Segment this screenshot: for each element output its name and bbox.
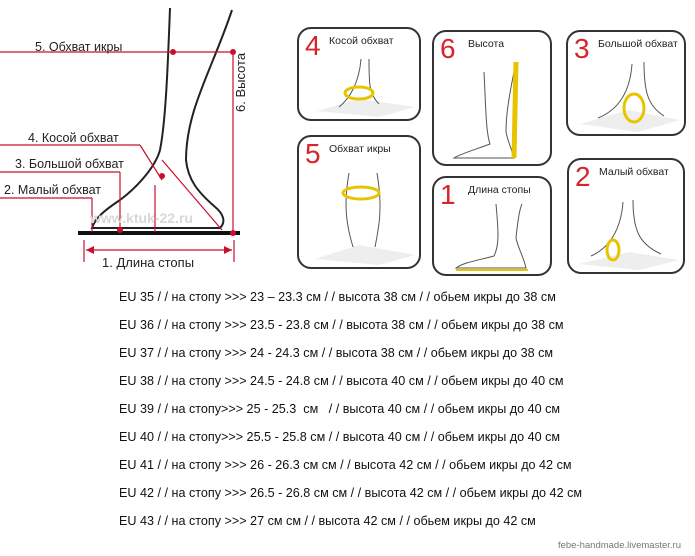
- panel-height: 6 Высота: [432, 30, 552, 166]
- panel-calf-girth: 5 Обхват икры: [297, 135, 421, 269]
- panel-title: Косой обхват: [329, 35, 394, 47]
- size-row-eu37: EU 37 / / на стопу >>> 24 - 24.3 см / / …: [119, 346, 554, 360]
- size-row-eu42: EU 42 / / на стопу >>> 26.5 - 26.8 см см…: [119, 486, 583, 500]
- leg-sketch: [315, 172, 415, 265]
- panel-title: Обхват икры: [329, 143, 391, 155]
- panel-number: 1: [440, 179, 456, 210]
- panel-title: Большой обхват: [598, 38, 678, 50]
- size-row-eu35: EU 35 / / на стопу >>> 23 – 23.3 см / / …: [119, 290, 556, 304]
- label-height: 6. Высота: [233, 52, 248, 112]
- label-foot-length: 1. Длина стопы: [102, 255, 195, 270]
- panel-title: Высота: [468, 38, 505, 50]
- size-row-eu39: EU 39 / / на стопу>>> 25 - 25.3 см / / в…: [119, 402, 561, 416]
- label-calf-girth: 5. Обхват икры: [35, 40, 123, 54]
- leg-outline-illustration: [0, 7, 240, 262]
- foot-sketch: [454, 203, 528, 271]
- foot-sketch: [579, 199, 679, 270]
- panel-number: 3: [574, 33, 590, 64]
- label-small-girth: 2. Малый обхват: [4, 183, 101, 197]
- label-big-girth: 3. Большой обхват: [15, 157, 124, 171]
- panel-number: 6: [440, 33, 456, 64]
- foot-measurement-diagram: 5. Обхват икры 4. Косой обхват 3. Большо…: [0, 0, 290, 280]
- size-row-eu40: EU 40 / / на стопу>>> 25.5 - 25.8 см / /…: [119, 430, 561, 444]
- panel-number: 4: [305, 30, 321, 61]
- panel-big-girth: 3 Большой обхват: [566, 30, 686, 136]
- panel-oblique-girth: 4 Косой обхват: [297, 27, 421, 121]
- panel-title: Малый обхват: [599, 166, 669, 178]
- size-row-eu36: EU 36 / / на стопу >>> 23.5 - 23.8 см / …: [119, 318, 564, 332]
- foot-sketch: [580, 61, 680, 132]
- size-row-eu41: EU 41 / / на стопу >>> 26 - 26.3 см см /…: [119, 458, 572, 472]
- size-row-eu43: EU 43 / / на стопу >>> 27 см см / / высо…: [119, 514, 536, 528]
- watermark: www.ktuk-22.ru: [90, 210, 193, 226]
- panel-number: 2: [575, 161, 591, 192]
- leg-sketch: [452, 61, 519, 159]
- panel-number: 5: [305, 138, 321, 169]
- panel-foot-length: 1 Длина стопы: [432, 176, 552, 276]
- source-credit: febe-handmade.livemaster.ru: [557, 540, 681, 551]
- label-oblique-girth: 4. Косой обхват: [28, 131, 119, 145]
- panel-title: Длина стопы: [468, 184, 531, 196]
- foot-sketch: [317, 58, 415, 117]
- panel-small-girth: 2 Малый обхват: [567, 158, 685, 274]
- size-row-eu38: EU 38 / / на стопу >>> 24.5 - 24.8 см / …: [119, 374, 564, 388]
